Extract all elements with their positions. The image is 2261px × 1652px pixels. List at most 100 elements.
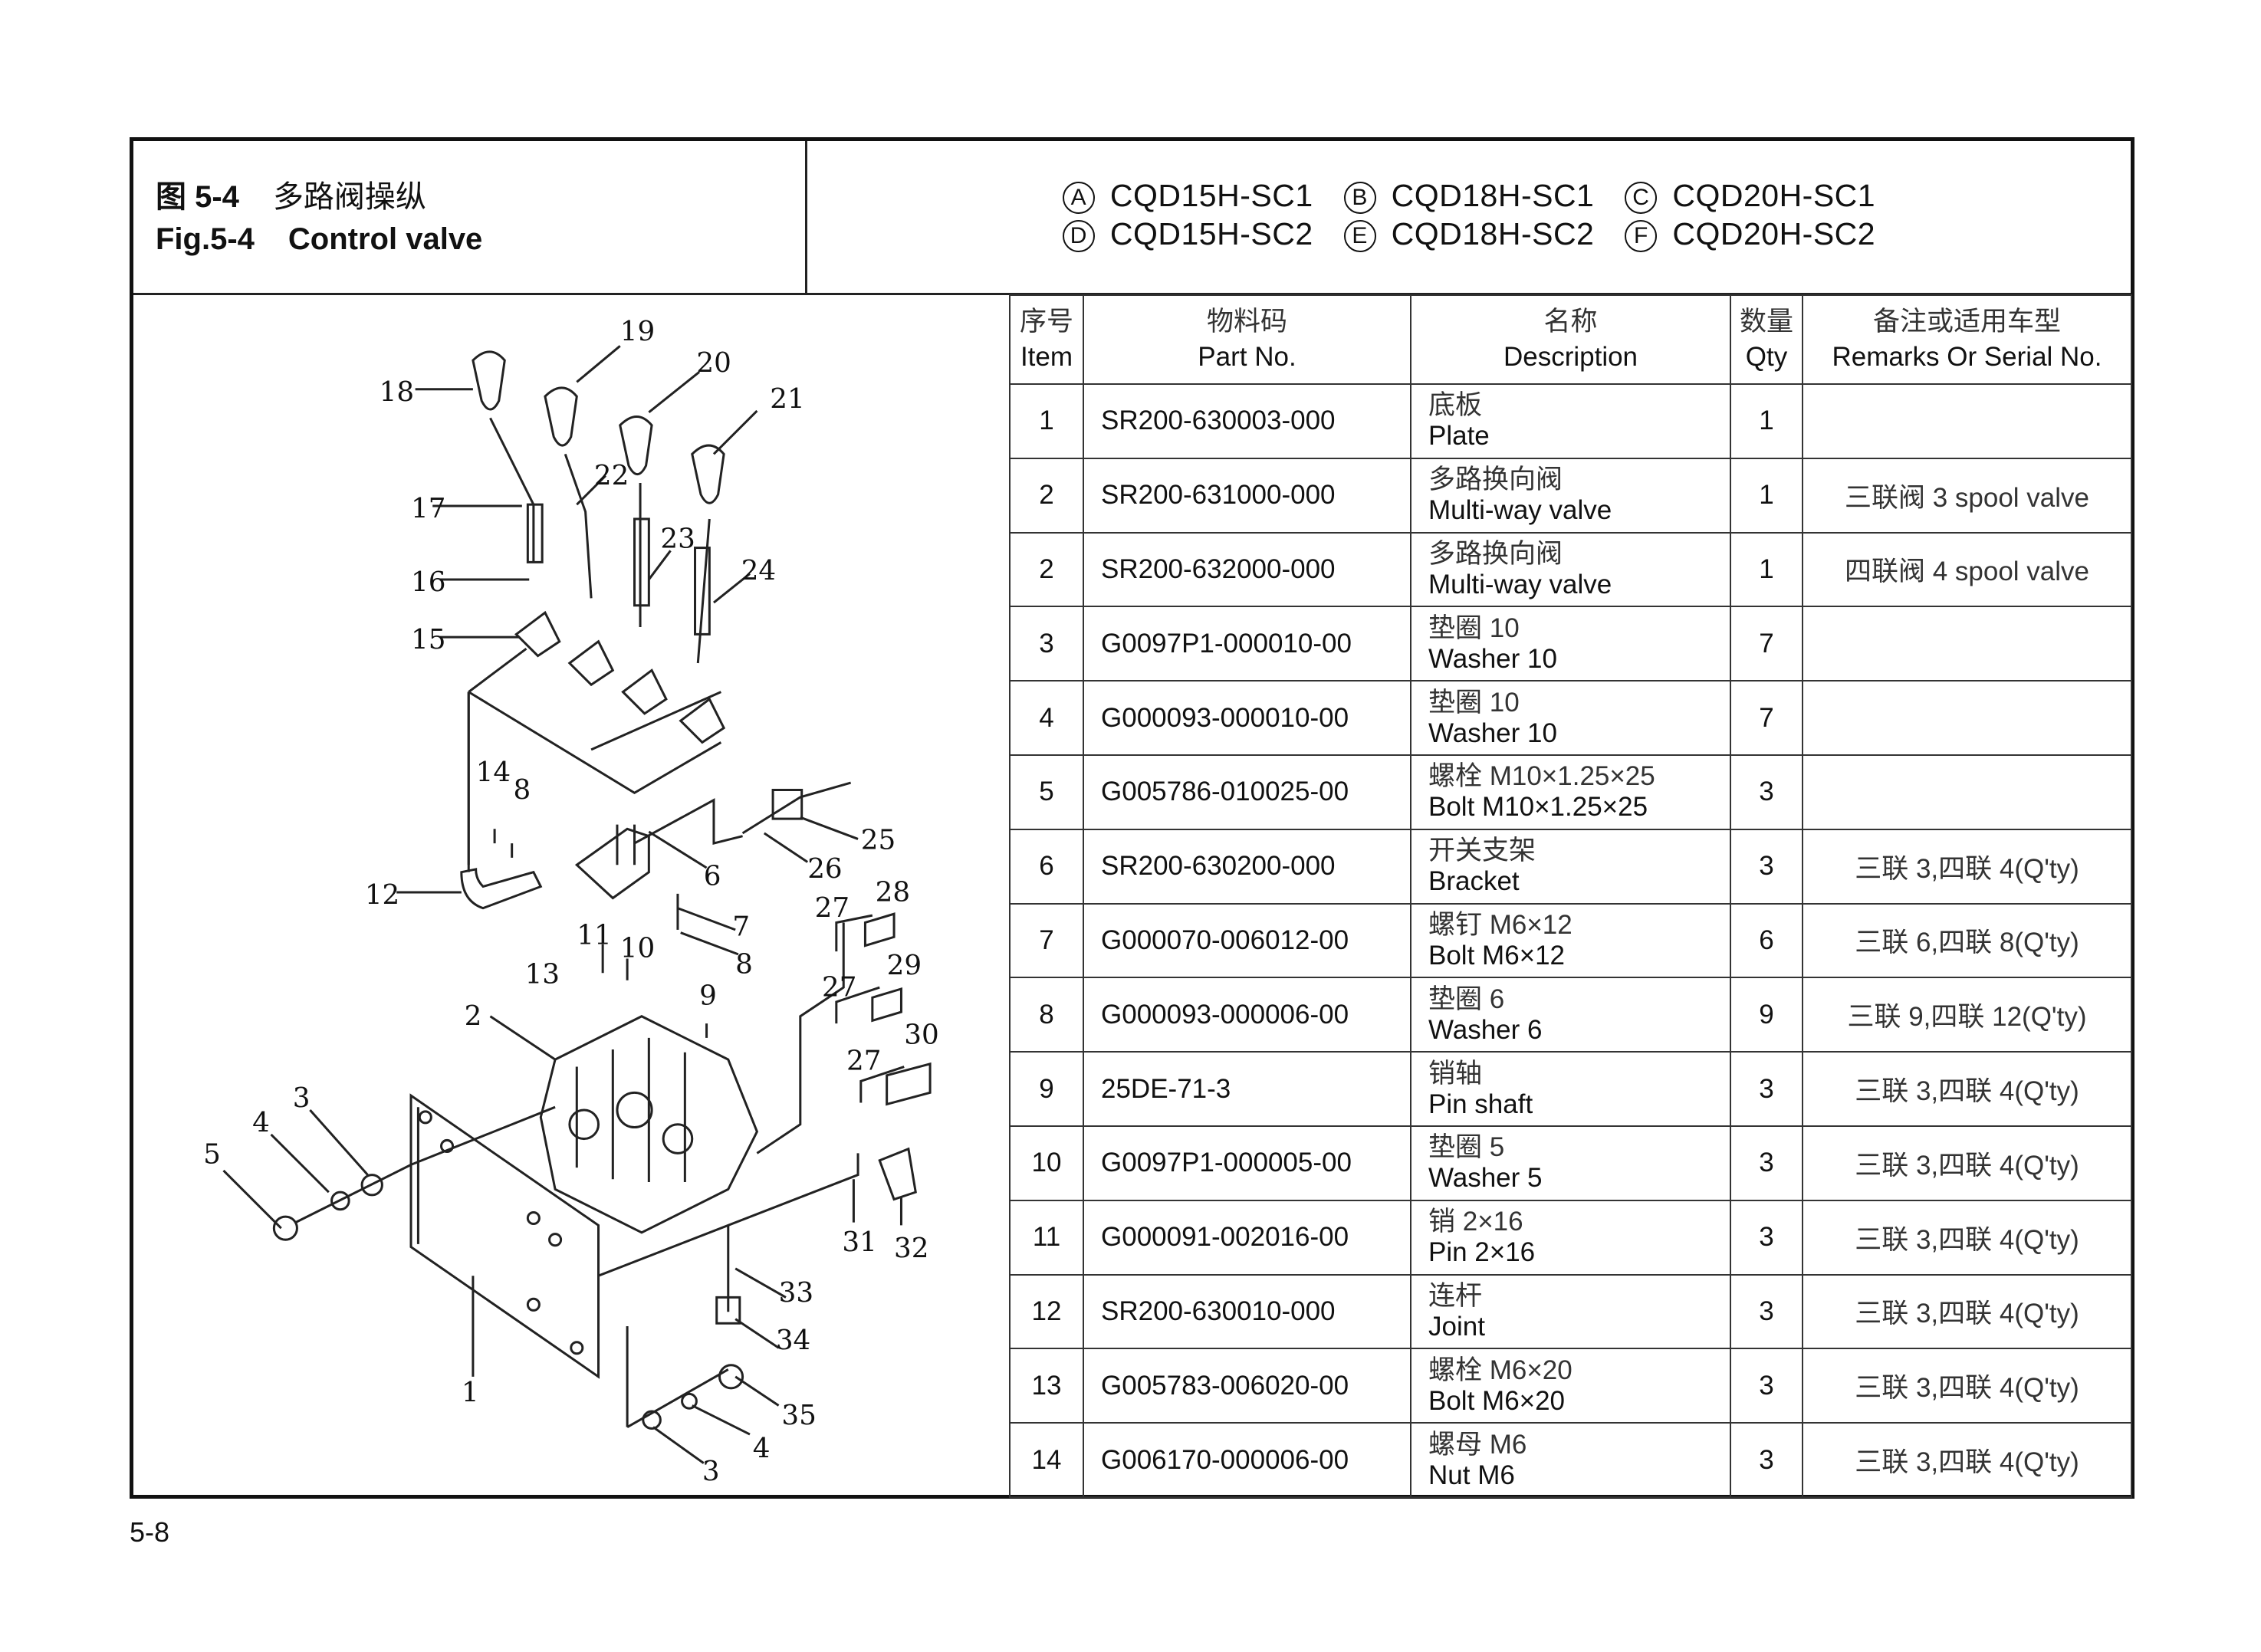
description-cn: 垫圈 6 [1428, 984, 1505, 1014]
part-number-cell: 25DE-71-3 [1083, 1051, 1411, 1127]
callout-11: 11 [577, 920, 611, 951]
callout-19: 19 [620, 316, 655, 347]
callout-4: 4 [753, 1433, 771, 1464]
part-number-cell: SR200-632000-000 [1083, 531, 1411, 608]
column-header-cn: 备注或适用车型 [1872, 307, 2061, 337]
model-name: CQD20H-SC2 [1672, 216, 1876, 251]
part-number-cell: G005786-010025-00 [1083, 754, 1411, 830]
callout-7: 7 [732, 911, 750, 942]
remarks-cell [1802, 754, 2132, 830]
remarks-cell [1802, 606, 2132, 682]
page-number: 5-8 [130, 1516, 170, 1548]
description-cn: 销 2×16 [1428, 1207, 1523, 1237]
item-cell: 6 [1009, 828, 1084, 905]
callout-5: 5 [203, 1139, 221, 1171]
description-en: Washer 5 [1428, 1163, 1543, 1194]
remarks-cell: 三联 9,四联 12(Q'ty) [1802, 977, 2132, 1053]
item-cell: 7 [1009, 902, 1084, 979]
callout-2: 2 [465, 1000, 482, 1032]
callout-21: 21 [770, 383, 804, 415]
callout-9: 9 [699, 980, 717, 1012]
description-en: Pin 2×16 [1428, 1237, 1536, 1268]
part-number-cell: SR200-630010-000 [1083, 1273, 1411, 1350]
qty-cell: 7 [1730, 606, 1803, 682]
description-en: Washer 10 [1428, 643, 1557, 674]
qty-cell: 7 [1730, 680, 1803, 756]
description-en: Washer 6 [1428, 1014, 1543, 1045]
callout-18: 18 [380, 376, 414, 408]
callout-35: 35 [781, 1400, 816, 1431]
column-header-en: Remarks Or Serial No. [1832, 342, 2102, 372]
description-en: Bolt M6×12 [1428, 940, 1566, 971]
callout-29: 29 [887, 950, 922, 981]
callout-10: 10 [620, 933, 655, 964]
part-number-cell: SR200-630003-000 [1083, 383, 1411, 459]
description-en: Bracket [1428, 866, 1520, 897]
item-cell: 4 [1009, 680, 1084, 756]
description-cn: 销轴 [1428, 1058, 1483, 1089]
callout-25: 25 [861, 825, 896, 856]
remarks-cell [1802, 680, 2132, 756]
figure-title-cn-text: 多路阀操纵 [272, 180, 426, 214]
item-cell: 2 [1009, 457, 1084, 534]
column-header-en: Description [1503, 342, 1638, 372]
callout-26: 26 [807, 853, 842, 885]
callout-33: 33 [779, 1277, 813, 1309]
item-cell: 14 [1009, 1422, 1084, 1498]
description-en: Joint [1428, 1311, 1485, 1342]
part-number-cell: SR200-630200-000 [1083, 828, 1411, 905]
part-number-cell: G000093-000006-00 [1083, 977, 1411, 1053]
qty-cell: 3 [1730, 828, 1803, 905]
description-en: Washer 10 [1428, 718, 1557, 748]
callout-16: 16 [411, 567, 445, 598]
column-header-en: Item [1020, 342, 1073, 372]
description-cn: 垫圈 10 [1428, 687, 1520, 718]
diagram-linework [222, 345, 932, 1464]
model-mark-circle: D [1062, 220, 1095, 253]
remarks-cell: 三联 3,四联 4(Q'ty) [1802, 1422, 2132, 1498]
column-header-en: Qty [1745, 342, 1788, 372]
item-cell: 8 [1009, 977, 1084, 1053]
column-header: 备注或适用车型 Remarks Or Serial No. [1802, 294, 2132, 385]
callout-6: 6 [704, 861, 721, 892]
model-name: CQD15H-SC2 [1109, 216, 1313, 251]
remarks-cell: 三联 3,四联 4(Q'ty) [1802, 1051, 2132, 1127]
callout-20: 20 [696, 347, 731, 379]
description-cn: 垫圈 5 [1428, 1132, 1505, 1163]
model-mark-circle: E [1343, 220, 1376, 253]
callout-13: 13 [525, 958, 560, 990]
callout-34: 34 [776, 1325, 810, 1356]
callout-27: 27 [822, 971, 856, 1003]
callout-27: 27 [815, 892, 850, 924]
